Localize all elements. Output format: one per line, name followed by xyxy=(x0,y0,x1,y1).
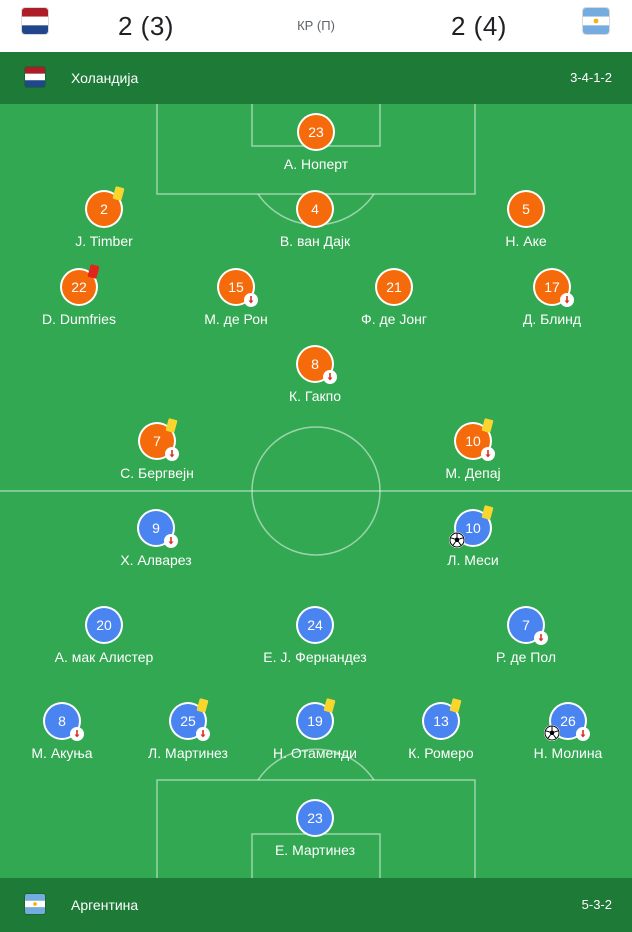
home-formation: 3-4-1-2 xyxy=(570,70,612,85)
yellow-card-icon xyxy=(165,418,178,433)
player-name: М. де Рон xyxy=(204,311,268,327)
player-name: Х. Алварез xyxy=(120,552,192,568)
goal-ball-icon xyxy=(544,725,560,741)
player-name: В. ван Дајк xyxy=(279,233,351,249)
match-status: КР (П) xyxy=(297,18,335,33)
substitution-out-icon xyxy=(164,534,178,548)
home-score: 2 (3) xyxy=(118,11,174,41)
substitution-out-icon xyxy=(576,727,590,741)
score-header: 2 (3) КР (П) 2 (4) xyxy=(0,0,632,52)
player-number: 5 xyxy=(509,192,543,226)
argentina-flag-icon xyxy=(583,8,609,34)
away-player-4[interactable]: 24 Е. Ј. Фернандез xyxy=(245,608,385,672)
player-name: Н. Молина xyxy=(533,745,603,761)
player-number: 23 xyxy=(299,115,333,149)
player-number: 24 xyxy=(298,608,332,642)
player-name: Н. Отаменди xyxy=(273,745,357,761)
player-number: 21 xyxy=(377,270,411,304)
goal-ball-icon xyxy=(449,532,465,548)
home-player-1[interactable]: 23 А. Ноперт xyxy=(246,115,386,179)
player-name: Е. Ј. Фернандез xyxy=(263,649,367,665)
player-name: Д. Блинд xyxy=(522,311,582,327)
substitution-out-icon xyxy=(70,727,84,741)
pitch-lines xyxy=(0,104,632,878)
player-name: К. Ромеро xyxy=(408,745,474,761)
away-formation: 5-3-2 xyxy=(581,897,612,912)
substitution-out-icon xyxy=(323,370,337,384)
away-team-bar[interactable]: Аргентина 5-3-2 xyxy=(0,878,632,932)
substitution-out-icon xyxy=(196,727,210,741)
player-name: К. Гакпо xyxy=(288,388,341,404)
red-card-icon xyxy=(87,264,100,279)
home-team-name: Холандија xyxy=(71,70,139,86)
player-name: М. Акуња xyxy=(31,745,93,761)
yellow-card-icon xyxy=(449,698,462,713)
yellow-card-icon xyxy=(481,418,494,433)
player-name: Е. Мартинез xyxy=(274,842,356,858)
netherlands-flag-icon xyxy=(22,8,48,34)
home-team-bar[interactable]: Холандија 3-4-1-2 xyxy=(0,52,632,104)
yellow-card-icon xyxy=(196,698,209,713)
player-name: D. Dumfries xyxy=(42,311,116,327)
player-name: J. Timber xyxy=(75,233,133,249)
substitution-out-icon xyxy=(165,447,179,461)
argentina-flag-icon xyxy=(25,894,45,914)
player-name: А. мак Алистер xyxy=(54,649,154,665)
player-name: С. Бергвејн xyxy=(120,465,194,481)
substitution-out-icon xyxy=(481,447,495,461)
player-name: А. Ноперт xyxy=(283,156,349,172)
player-name: Л. Мартинез xyxy=(148,745,228,761)
player-name: М. Депај xyxy=(445,465,501,481)
yellow-card-icon xyxy=(112,186,125,201)
home-player-7[interactable]: 21 Ф. де Јонг xyxy=(324,270,464,334)
player-name: Н. Аке xyxy=(505,233,547,249)
away-player-3[interactable]: 20 А. мак Алистер xyxy=(34,608,174,672)
away-team-name: Аргентина xyxy=(71,897,139,913)
player-number: 23 xyxy=(298,801,332,835)
player-name: Ф. де Јонг xyxy=(361,311,427,327)
yellow-card-icon xyxy=(481,505,494,520)
player-name: Р. де Пол xyxy=(495,649,557,665)
substitution-out-icon xyxy=(560,293,574,307)
away-player-11[interactable]: 23 Е. Мартинез xyxy=(245,801,385,865)
substitution-out-icon xyxy=(244,293,258,307)
away-score: 2 (4) xyxy=(451,11,507,41)
substitution-out-icon xyxy=(534,631,548,645)
player-number: 22 xyxy=(62,270,96,304)
player-name: Л. Меси xyxy=(447,552,499,568)
netherlands-flag-icon xyxy=(25,67,45,87)
yellow-card-icon xyxy=(323,698,336,713)
home-player-5[interactable]: 22 D. Dumfries xyxy=(9,264,149,334)
player-number: 4 xyxy=(298,192,332,226)
player-number: 20 xyxy=(87,608,121,642)
home-player-4[interactable]: 5 Н. Аке xyxy=(456,192,596,256)
home-player-3[interactable]: 4 В. ван Дајк xyxy=(245,192,385,256)
